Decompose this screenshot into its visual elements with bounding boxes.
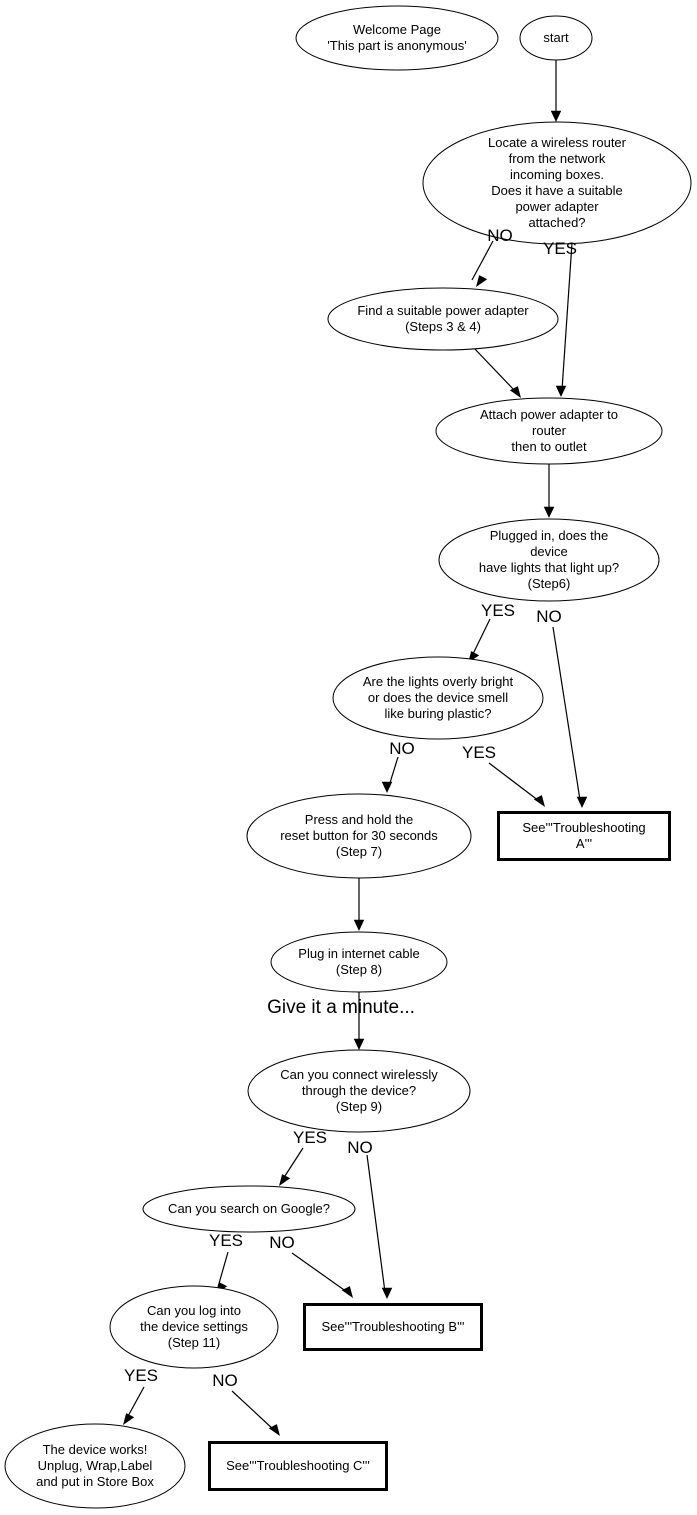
node-shape-reset-button[interactable] <box>246 793 472 879</box>
edge-label-e-connect-yes-google: YES <box>292 1128 328 1147</box>
edge-arrowhead-icon <box>279 1174 291 1186</box>
edge-label-e-google-no-troubleshootb: NO <box>269 1233 295 1252</box>
flow-edge <box>550 60 562 122</box>
node-shape-welcome[interactable] <box>295 5 499 71</box>
edge-arrowhead-icon <box>381 1287 393 1299</box>
edge-arrowhead-icon <box>509 386 521 398</box>
flow-edge <box>123 1386 145 1425</box>
edge-line <box>291 1252 348 1293</box>
flow-edge <box>468 618 491 663</box>
edge-arrowhead-icon <box>555 385 567 397</box>
node-shape-log-into-settings[interactable] <box>109 1285 279 1369</box>
node-shape-find-adapter[interactable] <box>327 287 559 351</box>
edge-arrowhead-icon <box>533 795 545 807</box>
node-shape-locate-router[interactable] <box>422 121 692 245</box>
node-shape-device-works[interactable] <box>4 1423 186 1509</box>
edge-arrowhead-icon <box>123 1413 135 1425</box>
edge-arrowhead-icon <box>353 919 365 931</box>
edge-label-e-plugged-no-troubleshoot: NO <box>536 607 562 626</box>
edge-label-e-login-no-troubleshootc: NO <box>212 1371 238 1390</box>
edge-label-e-bright-no-reset: NO <box>389 739 415 758</box>
node-shape-troubleshooting-b[interactable] <box>303 1303 483 1351</box>
edge-line <box>472 346 516 392</box>
flow-edge <box>353 878 365 931</box>
edge-line <box>217 1251 229 1288</box>
flow-edge <box>552 626 588 808</box>
node-shape-search-google[interactable] <box>142 1185 356 1233</box>
flow-edge <box>488 762 545 807</box>
edge-arrowhead-icon <box>576 796 588 808</box>
flow-edge <box>543 464 555 518</box>
flow-edge <box>279 1147 304 1186</box>
node-shape-overly-bright[interactable] <box>332 656 544 740</box>
flow-edge <box>291 1252 353 1298</box>
edge-line <box>561 242 573 391</box>
flow-edge <box>555 242 573 397</box>
edge-line <box>231 1390 275 1431</box>
node-shape-plug-internet-cable[interactable] <box>270 931 448 993</box>
edge-arrowhead-icon <box>476 275 488 287</box>
edge-label-e-google-yes-login: YES <box>208 1231 244 1250</box>
flow-edge <box>231 1390 280 1436</box>
flow-edge <box>471 240 494 287</box>
edge-arrowhead-icon <box>341 1286 353 1298</box>
edge-line <box>126 1386 145 1419</box>
edge-arrowhead-icon <box>353 1038 365 1050</box>
edge-label-e-locate-no-find: NO <box>487 226 513 245</box>
edge-label-e-bright-yes-troubleshoot: YES <box>461 743 497 762</box>
edge-line <box>282 1147 304 1180</box>
flow-edge <box>353 992 365 1050</box>
edge-arrowhead-icon <box>543 506 555 518</box>
edge-line <box>471 240 494 281</box>
node-shape-troubleshooting-a[interactable] <box>497 811 671 861</box>
edge-label-e-connect-no-troubleshootb: NO <box>347 1138 373 1157</box>
edge-line <box>552 626 581 801</box>
edge-label-e-plugged-yes-bright: YES <box>480 601 516 620</box>
edge-arrowhead-icon <box>381 781 393 793</box>
edge-line <box>366 1154 386 1293</box>
node-shape-connect-wirelessly[interactable] <box>247 1049 471 1133</box>
edge-line <box>471 618 491 657</box>
edge-label-e-plugcable-connect: Give it a minute... <box>267 997 415 1018</box>
node-shape-plugged-in-lights[interactable] <box>438 518 660 602</box>
edge-arrowhead-icon <box>550 110 562 122</box>
edge-label-e-locate-yes-attach: YES <box>542 239 578 258</box>
node-shape-troubleshooting-c[interactable] <box>208 1441 388 1491</box>
flow-edge <box>366 1154 393 1299</box>
edge-arrowhead-icon <box>268 1424 280 1436</box>
edge-line <box>488 762 540 802</box>
node-shape-attach-adapter[interactable] <box>435 397 663 465</box>
edge-line <box>388 756 399 787</box>
flow-edge <box>381 756 399 793</box>
flow-edge <box>472 346 521 398</box>
edge-label-e-login-yes-works: YES <box>123 1366 159 1385</box>
node-shape-start[interactable] <box>519 15 593 61</box>
